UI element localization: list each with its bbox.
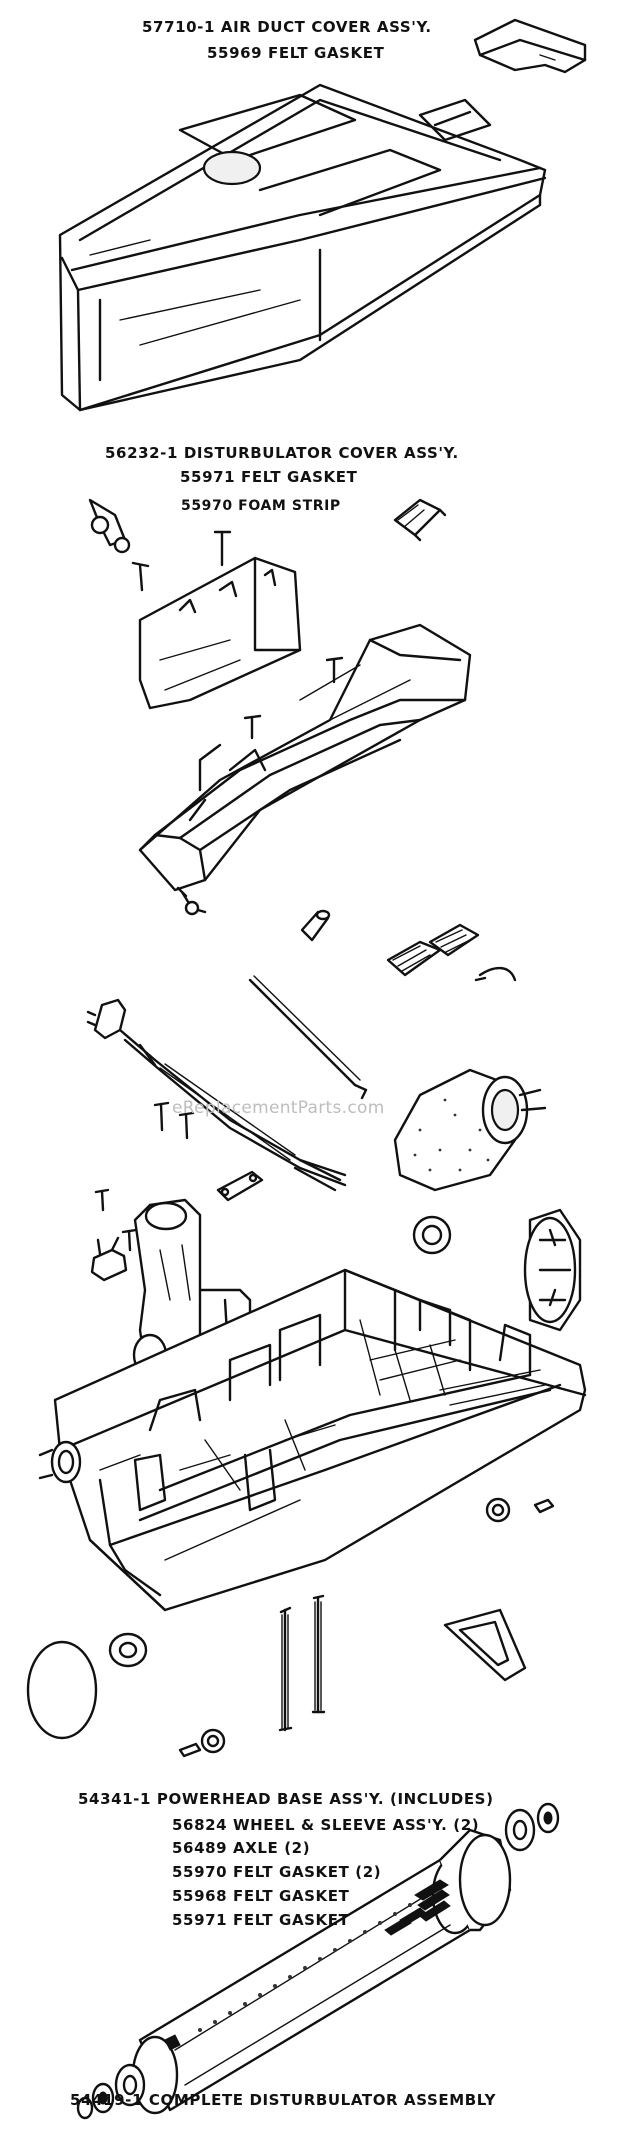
powerhead-base-illustration bbox=[26, 1268, 587, 1758]
powerhead-include-item: 56824 WHEEL & SLEEVE ASS'Y. (2) bbox=[172, 1816, 480, 1834]
disturbulator-cover-gasket-label: 55971 FELT GASKET bbox=[180, 468, 358, 486]
air-duct-gasket-label: 55969 FELT GASKET bbox=[207, 44, 385, 62]
foam-strip-label: 55970 FOAM STRIP bbox=[181, 498, 341, 514]
powerhead-base-label: 54341-1 POWERHEAD BASE ASS'Y. (INCLUDES) bbox=[78, 1790, 494, 1808]
powerhead-include-item: 55968 FELT GASKET bbox=[172, 1887, 350, 1905]
disturbulator-cover-label: 56232-1 DISTURBULATOR COVER ASS'Y. bbox=[105, 444, 459, 462]
air-duct-cover-illustration bbox=[58, 18, 587, 412]
disturbulator-cover-illustration bbox=[88, 498, 472, 892]
air-duct-cover-label: 57710-1 AIR DUCT COVER ASS'Y. bbox=[142, 18, 432, 36]
powerhead-include-item: 55971 FELT GASKET bbox=[172, 1911, 350, 1929]
watermark: eReplacementParts.com bbox=[172, 1098, 385, 1118]
powerhead-include-item: 55970 FELT GASKET (2) bbox=[172, 1863, 382, 1881]
complete-disturbulator-label: 54419-1 COMPLETE DISTURBULATOR ASSEMBLY bbox=[70, 2091, 497, 2109]
disturbulator-assembly-illustration bbox=[76, 1802, 560, 2120]
powerhead-include-item: 56489 AXLE (2) bbox=[172, 1839, 311, 1857]
